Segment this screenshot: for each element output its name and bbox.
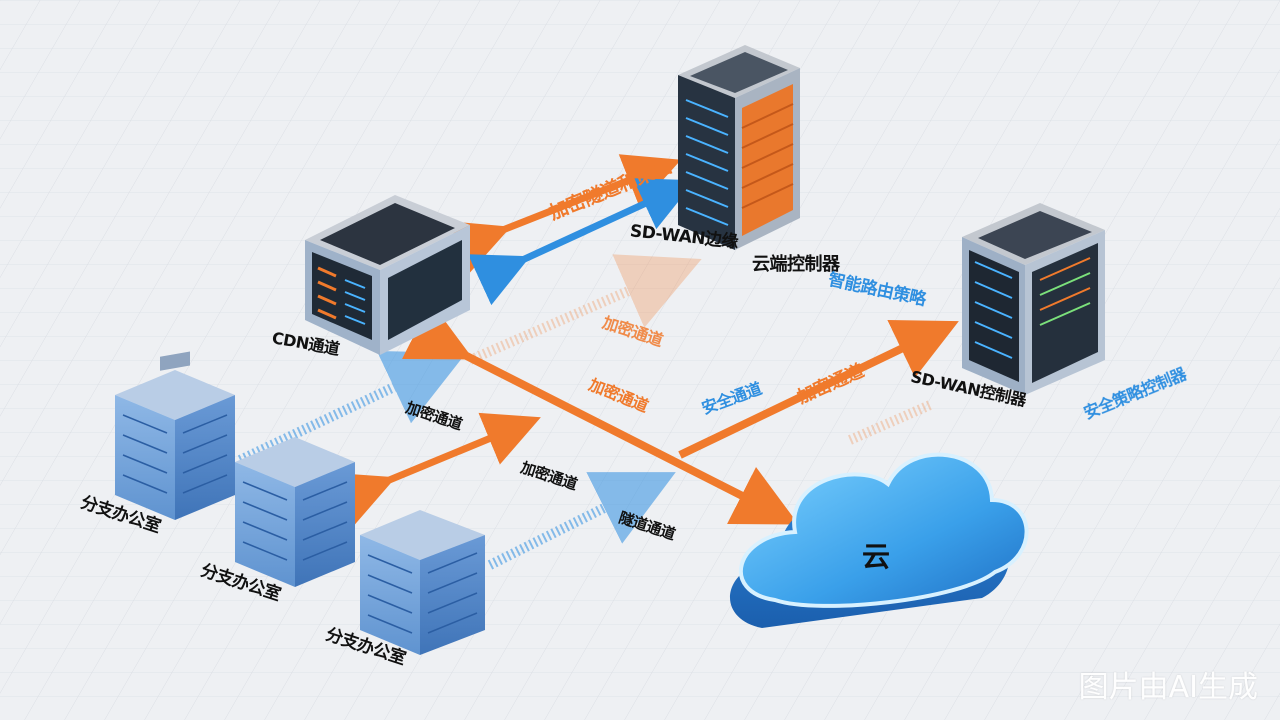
branch-building-2[interactable] <box>235 437 355 587</box>
arrow-center-orange <box>401 301 799 525</box>
arrow-left-orange <box>333 412 541 525</box>
label-cloud-controller: 云端控制器 <box>752 254 840 275</box>
arrow-right-orange <box>678 319 959 459</box>
sdwan-controller-server[interactable] <box>962 203 1105 395</box>
cloud-shape[interactable] <box>729 452 1029 628</box>
branch-building-1[interactable] <box>115 351 235 520</box>
cloud-controller-server[interactable] <box>678 45 800 250</box>
cdn-server[interactable] <box>305 195 470 355</box>
ai-watermark: 图片由AI生成 <box>1078 670 1258 705</box>
arrow-top-blue <box>467 178 696 306</box>
branch-building-3[interactable] <box>360 510 485 655</box>
label-cloud: 云 <box>862 540 890 573</box>
